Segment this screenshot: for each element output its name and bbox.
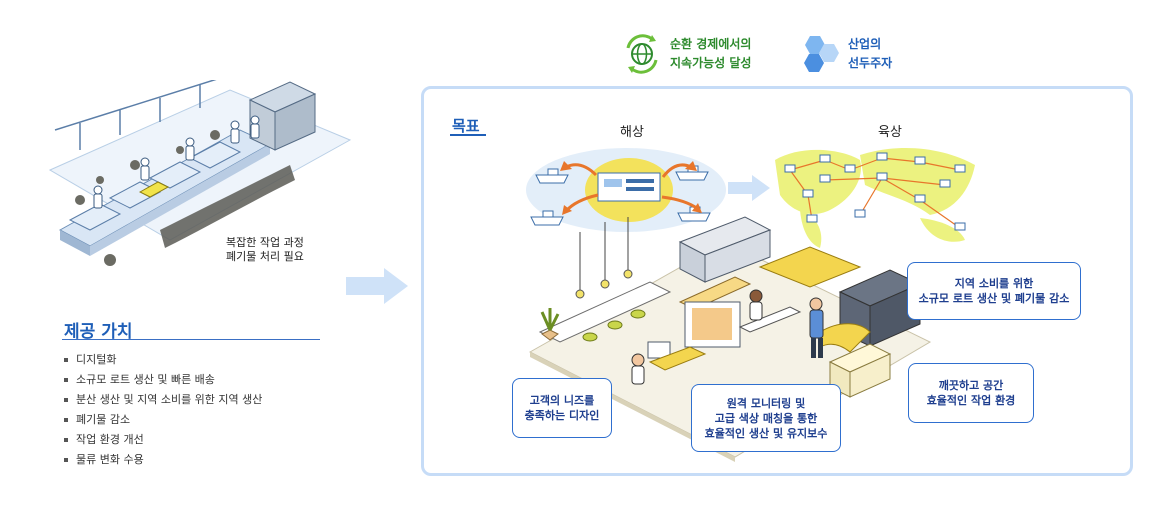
arrow-right-icon [346,268,408,304]
callout-local-production: 지역 소비를 위한 소규모 로트 생산 및 폐기물 감소 [907,262,1081,320]
callout-remote-monitoring: 원격 모니터링 및 고급 색상 매칭을 통한 효율적인 생산 및 유지보수 [691,384,841,452]
badge-industry-leader: 산업의 선두주자 [848,35,892,73]
badge-line-2: 지속가능성 달성 [670,56,752,70]
recycle-globe-icon [626,34,658,74]
land-label: 육상 [878,125,902,140]
hexagon-cluster-icon [804,36,839,72]
sea-logistics-illustration [526,148,726,232]
goal-title-underline [450,134,486,136]
badge-line-1: 순환 경제에서의 [670,37,752,51]
caption-line-2: 폐기물 처리 필요 [226,250,304,263]
badge-sustainability: 순환 경제에서의 지속가능성 달성 [670,35,751,73]
callout-line: 충족하는 디자인 [524,409,600,422]
callout-line: 원격 모니터링 및 [726,396,806,410]
factory-illustration [48,80,352,266]
callout-line: 효율적인 생산 및 유지보수 [704,426,828,440]
callout-line: 고객의 니즈를 [529,394,595,407]
value-item: 폐기물 감소 [64,410,262,430]
callout-line: 고급 색상 매칭을 통한 [714,411,818,425]
callout-line: 지역 소비를 위한 [954,277,1034,290]
value-item: 작업 환경 개선 [64,430,262,450]
value-title: 제공 가치 [64,322,133,342]
caption-line-1: 복잡한 작업 과정 [226,236,304,249]
arrow-right-icon [728,175,770,201]
callout-design: 고객의 니즈를 충족하는 디자인 [512,378,612,438]
sea-label: 해상 [620,125,644,140]
factory-caption: 복잡한 작업 과정 폐기물 처리 필요 [226,236,304,264]
value-item: 디지털화 [64,350,262,370]
value-title-rule [62,339,320,340]
callout-line: 효율적인 작업 환경 [926,394,1016,407]
value-item: 물류 변화 수용 [64,450,262,470]
value-item: 소규모 로트 생산 및 빠른 배송 [64,370,262,390]
badge-line-2: 선두주자 [848,56,893,70]
callout-line: 깨끗하고 공간 [938,379,1004,392]
value-item: 분산 생산 및 지역 소비를 위한 지역 생산 [64,390,262,410]
callout-clean-environment: 깨끗하고 공간 효율적인 작업 환경 [908,363,1034,423]
callout-line: 소규모 로트 생산 및 폐기물 감소 [918,292,1070,305]
goal-title: 목표 [452,117,480,135]
value-list: 디지털화 소규모 로트 생산 및 빠른 배송 분산 생산 및 지역 소비를 위한… [64,350,262,470]
badge-line-1: 산업의 [848,37,882,51]
land-map-illustration [775,147,975,248]
